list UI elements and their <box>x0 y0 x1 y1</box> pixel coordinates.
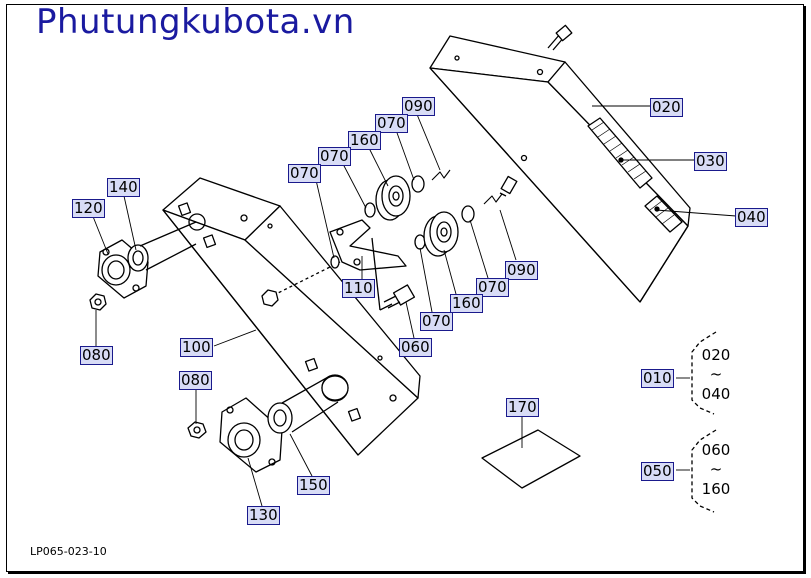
callout-070-c: 070 <box>288 164 321 183</box>
callout-170: 170 <box>506 398 539 417</box>
callout-140: 140 <box>107 178 140 197</box>
group-010-to: 040 <box>701 385 731 403</box>
callout-020: 020 <box>650 98 683 117</box>
tension-arm-110 <box>329 219 407 311</box>
callout-010: 010 <box>641 369 674 388</box>
callout-040: 040 <box>735 208 768 227</box>
watermark: Phutungkubota.vn <box>36 2 355 42</box>
decal-030 <box>587 117 653 189</box>
callout-150: 150 <box>297 476 330 495</box>
grease-fitting <box>499 175 518 197</box>
leader-lines <box>91 105 737 507</box>
callout-120: 120 <box>72 199 105 218</box>
callout-070-d: 070 <box>476 278 509 297</box>
callout-050: 050 <box>641 462 674 481</box>
pulley-160-upper <box>375 175 411 221</box>
pulley-160-lower <box>423 211 459 257</box>
lower-bearing-130 <box>219 357 362 473</box>
group-010-from: 020 <box>701 346 731 364</box>
callout-030: 030 <box>694 152 727 171</box>
decal-sheet-170 <box>481 429 581 489</box>
callout-080-lower: 080 <box>179 371 212 390</box>
callout-130: 130 <box>247 506 280 525</box>
shaft-060 <box>383 284 416 309</box>
callout-090-upper: 090 <box>402 97 435 116</box>
callout-060: 060 <box>399 338 432 357</box>
group-010-tilde: ~ <box>709 365 723 383</box>
callout-070-e: 070 <box>420 312 453 331</box>
upper-bearing-120 <box>97 202 217 299</box>
nut-080-upper <box>89 293 107 311</box>
callout-090-lower: 090 <box>505 261 538 280</box>
callout-070-a: 070 <box>375 114 408 133</box>
callout-100: 100 <box>180 338 213 357</box>
group-brace-010 <box>691 331 717 415</box>
nut-080-lower <box>187 421 207 439</box>
group-050-to: 160 <box>701 480 731 498</box>
group-050-tilde: ~ <box>709 460 723 478</box>
diagram-code: LP065-023-10 <box>30 545 107 558</box>
small-nut <box>261 289 279 307</box>
cover-bolt <box>547 24 573 51</box>
group-brace-050 <box>691 429 717 513</box>
belt-cover-020 <box>429 35 691 303</box>
callout-070-b: 070 <box>318 147 351 166</box>
decal-040 <box>644 195 683 233</box>
case-plate-100 <box>162 177 421 456</box>
callout-160-upper: 160 <box>348 131 381 150</box>
callout-160-lower: 160 <box>450 294 483 313</box>
callout-080-upper: 080 <box>80 346 113 365</box>
group-050-from: 060 <box>701 441 731 459</box>
callout-110: 110 <box>342 279 375 298</box>
